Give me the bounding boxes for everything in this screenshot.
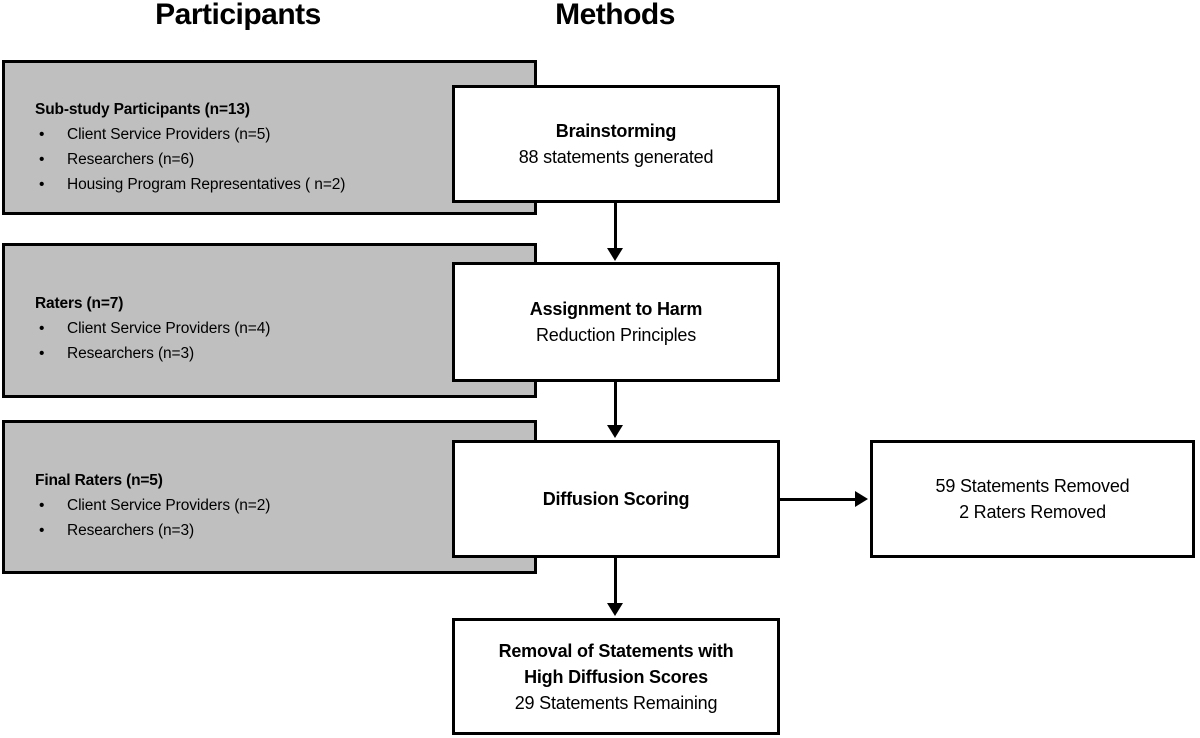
method-box-title: Brainstorming	[555, 121, 677, 141]
method-box-assignment-to-harm-reduction-principles: Assignment to Harm Reduction Principles	[452, 262, 780, 382]
method-box-title-line-1: Removal of Statements with	[498, 640, 734, 661]
participant-bullet-list: • Client Service Providers (n=2) • Researc…	[35, 493, 522, 543]
list-item: • Housing Program Representatives ( n=2)	[35, 172, 522, 197]
participant-bullet-list: • Client Service Providers (n=5) • Researc…	[35, 122, 522, 197]
list-item-label: Researchers (n=6)	[67, 151, 195, 168]
list-item-label: Client Service Providers (n=5)	[67, 126, 271, 143]
method-box-removal-of-statements: Removal of Statements with High Diffusio…	[452, 618, 780, 735]
removed-line-2: 2 Raters Removed	[959, 502, 1106, 522]
bullet-icon: •	[39, 345, 45, 362]
participant-box-raters: Raters (n=7) • Client Service Providers (…	[2, 243, 537, 398]
connector-assignment-to-diffusion-scoring	[614, 382, 617, 426]
bullet-icon: •	[39, 151, 45, 168]
connector-diffusion-scoring-to-removed	[780, 498, 856, 501]
list-item: • Client Service Providers (n=4)	[35, 316, 522, 341]
list-item: • Client Service Providers (n=2)	[35, 493, 522, 518]
bullet-icon: •	[39, 126, 45, 143]
column-title-participants: Participants	[155, 0, 321, 31]
bullet-icon: •	[39, 176, 45, 193]
method-box-title: Diffusion Scoring	[542, 489, 690, 509]
arrow-head-down-icon	[607, 425, 623, 438]
participant-box-heading: Sub-study Participants (n=13)	[35, 101, 250, 118]
list-item: • Researchers (n=6)	[35, 147, 522, 172]
arrow-head-down-icon	[607, 248, 623, 261]
arrow-head-right-icon	[855, 491, 868, 507]
participant-box-heading: Raters (n=7)	[35, 295, 124, 312]
list-item: • Researchers (n=3)	[35, 341, 522, 366]
participant-box-heading: Final Raters (n=5)	[35, 472, 163, 489]
list-item-label: Researchers (n=3)	[67, 522, 195, 539]
method-box-title-line-2: High Diffusion Scores	[524, 666, 708, 687]
list-item-label: Client Service Providers (n=4)	[67, 320, 271, 337]
arrow-head-down-icon	[607, 603, 623, 616]
method-box-removed: 59 Statements Removed 2 Raters Removed	[870, 440, 1195, 558]
list-item-label: Researchers (n=3)	[67, 345, 195, 362]
list-item-label: Client Service Providers (n=2)	[67, 497, 271, 514]
method-box-subtitle: 29 Statements Remaining	[514, 692, 718, 713]
method-box-title: Assignment to Harm	[529, 299, 703, 319]
connector-brainstorming-to-assignment	[614, 203, 617, 250]
participant-bullet-list: • Client Service Providers (n=4) • Researc…	[35, 316, 522, 366]
method-box-brainstorming: Brainstorming 88 statements generated	[452, 85, 780, 203]
list-item-label: Housing Program Representatives ( n=2)	[67, 176, 346, 193]
removed-line-1: 59 Statements Removed	[935, 476, 1130, 496]
method-box-subtitle: Reduction Principles	[535, 325, 697, 345]
bullet-icon: •	[39, 522, 45, 539]
list-item: • Client Service Providers (n=5)	[35, 122, 522, 147]
connector-diffusion-scoring-to-removal	[614, 558, 617, 605]
participant-box-sub-study-participants: Sub-study Participants (n=13) • Client Se…	[2, 60, 537, 215]
bullet-icon: •	[39, 497, 45, 514]
method-box-subtitle: 88 statements generated	[518, 147, 714, 167]
column-title-methods: Methods	[555, 0, 675, 31]
method-box-diffusion-scoring: Diffusion Scoring	[452, 440, 780, 558]
bullet-icon: •	[39, 320, 45, 337]
participant-box-final-raters: Final Raters (n=5) • Client Service Provi…	[2, 420, 537, 574]
list-item: • Researchers (n=3)	[35, 518, 522, 543]
